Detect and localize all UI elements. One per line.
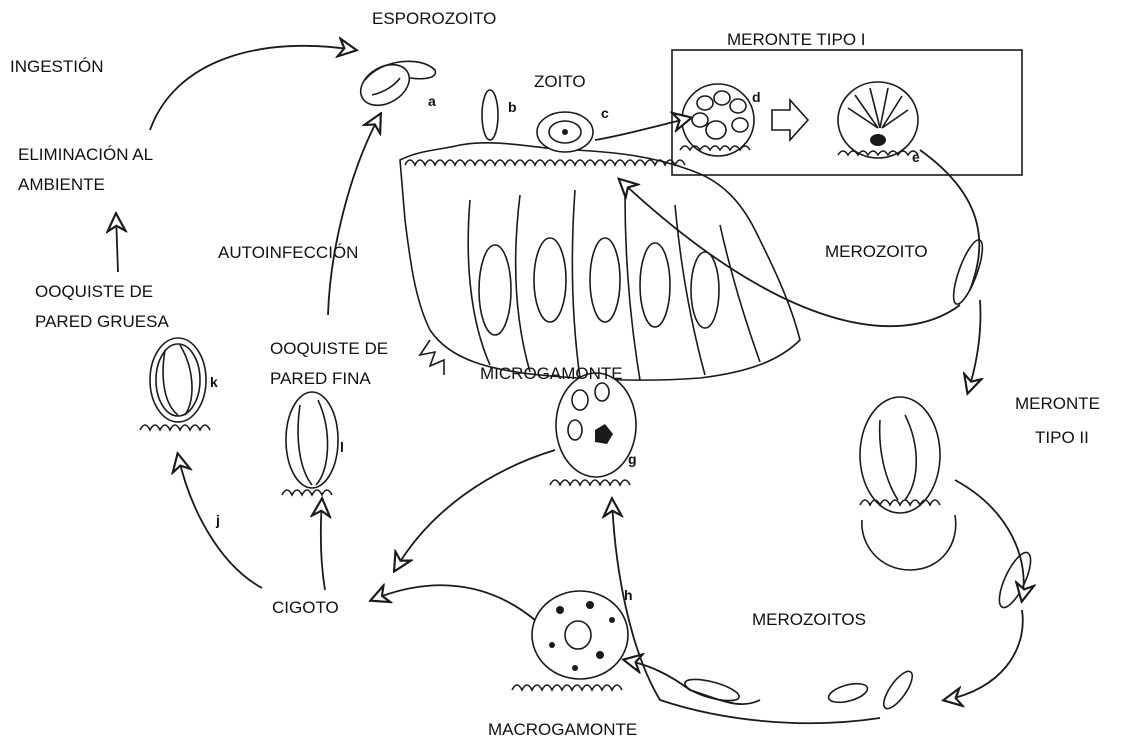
- label-meronte-tipo-i: MERONTE TIPO I: [727, 30, 866, 49]
- label-eliminacion-1: ELIMINACIÓN AL: [18, 145, 153, 164]
- label-merozoito: MEROZOITO: [825, 242, 928, 261]
- meronte-tipo-i-cell-d: [680, 84, 754, 156]
- stage-letter-c: c: [601, 105, 609, 121]
- microgamonte-cell: [550, 373, 636, 485]
- label-meronte-tipo-ii-1: MERONTE: [1015, 394, 1100, 413]
- meronte-tipo-ii-cell: [860, 397, 956, 570]
- label-ooquiste-gruesa-1: OOQUISTE DE: [35, 282, 153, 301]
- stage-letter-a: a: [428, 93, 436, 109]
- stage-letter-k: k: [210, 374, 218, 390]
- stage-letter-b: b: [508, 99, 517, 115]
- label-meronte-tipo-ii-2: TIPO II: [1035, 428, 1089, 447]
- ooquiste-pared-gruesa-cell: [140, 338, 210, 430]
- label-microgamonte: MICROGAMONTE: [480, 364, 623, 383]
- label-ingestion: INGESTIÓN: [10, 57, 104, 76]
- stage-letter-g: g: [628, 451, 637, 467]
- merozoitos-cells: [683, 549, 1037, 713]
- stage-letter-j: j: [215, 512, 220, 528]
- label-esporozoito: ESPOROZOITO: [372, 9, 496, 28]
- intestinal-epithelium: [400, 143, 800, 380]
- label-cigoto: CIGOTO: [272, 598, 339, 617]
- label-merozoitos: MEROZOITOS: [752, 610, 866, 629]
- zoito-cell: [537, 112, 593, 152]
- zoito-free-cell: [482, 90, 498, 140]
- label-ooquiste-fina-2: PARED FINA: [270, 369, 371, 388]
- merozoito-cell: [948, 237, 988, 307]
- stage-letter-l: l: [340, 439, 344, 455]
- label-ooquiste-fina-1: OOQUISTE DE: [270, 339, 388, 358]
- stage-letter-h: h: [624, 587, 633, 603]
- stage-letter-d: d: [752, 89, 761, 105]
- label-eliminacion-2: AMBIENTE: [18, 175, 105, 194]
- ooquiste-pared-fina-cell: [282, 392, 338, 495]
- transition-arrow: [772, 100, 808, 140]
- label-autoinfeccion: AUTOINFECCIÓN: [218, 243, 358, 262]
- esporozoito-cell: [353, 56, 435, 113]
- macrogamonte-cell: [512, 591, 628, 690]
- meronte-tipo-i-cell-e: [838, 82, 918, 158]
- stage-letter-e: e: [912, 149, 920, 165]
- label-macrogamonte: MACROGAMONTE: [488, 720, 637, 739]
- label-ooquiste-gruesa-2: PARED GRUESA: [35, 312, 169, 331]
- label-zoito: ZOITO: [534, 72, 586, 91]
